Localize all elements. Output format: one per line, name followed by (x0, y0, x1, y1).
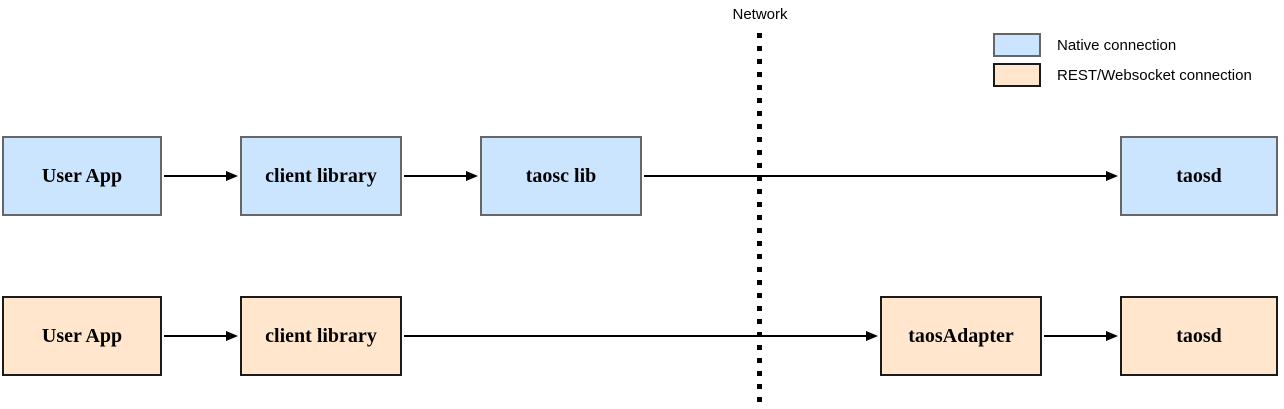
arrow-shaft (164, 335, 226, 337)
arrow-clientlibrary-to-taosadapter (404, 330, 878, 342)
node-user-app-rest: User App (2, 296, 162, 376)
arrow-head-icon (466, 171, 478, 181)
arrow-shaft (404, 175, 466, 177)
network-divider-dotted-line (757, 33, 762, 409)
arrow-taosadapter-to-taosd (1044, 330, 1118, 342)
arrow-head-icon (226, 331, 238, 341)
node-user-app-native: User App (2, 136, 162, 216)
arrow-shaft (1044, 335, 1106, 337)
arrow-shaft (404, 335, 866, 337)
arrow-userapp-to-clientlibrary-native (164, 170, 238, 182)
legend-swatch-rest (993, 63, 1041, 87)
legend-label-native: Native connection (1057, 36, 1177, 54)
arrow-head-icon (1106, 331, 1118, 341)
legend-item-native: Native connection (993, 33, 1252, 57)
arrow-head-icon (866, 331, 878, 341)
arrow-head-icon (226, 171, 238, 181)
legend-swatch-native (993, 33, 1041, 57)
network-label: Network (732, 6, 788, 23)
node-client-library-rest: client library (240, 296, 402, 376)
node-taosd-rest: taosd (1120, 296, 1278, 376)
node-client-library-native: client library (240, 136, 402, 216)
arrow-clientlibrary-to-taosclib (404, 170, 478, 182)
arrow-taosclib-to-taosd (644, 170, 1118, 182)
arrow-shaft (164, 175, 226, 177)
node-taosc-lib: taosc lib (480, 136, 642, 216)
legend: Native connection REST/Websocket connect… (993, 33, 1252, 93)
legend-label-rest: REST/Websocket connection (1057, 66, 1252, 84)
node-taosd-native: taosd (1120, 136, 1278, 216)
node-taosadapter: taosAdapter (880, 296, 1042, 376)
legend-item-rest: REST/Websocket connection (993, 63, 1252, 87)
arrow-head-icon (1106, 171, 1118, 181)
arrow-shaft (644, 175, 1106, 177)
arrow-userapp-to-clientlibrary-rest (164, 330, 238, 342)
